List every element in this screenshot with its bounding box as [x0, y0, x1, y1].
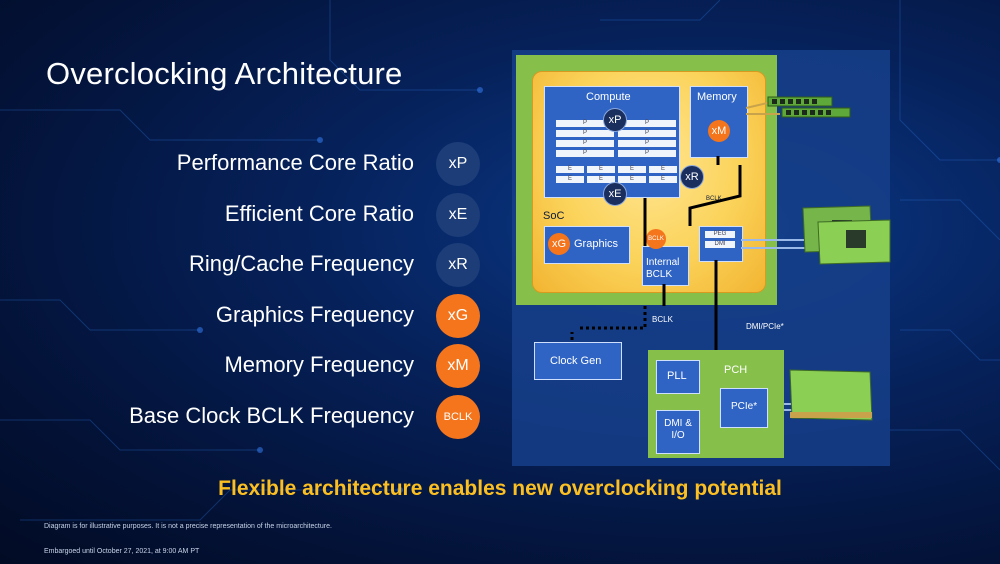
footnote: Diagram is for illustrative purposes. It…	[44, 523, 332, 530]
tagline: Flexible architecture enables new overcl…	[218, 477, 782, 500]
legend-row-performance: Performance Core Ratio xP	[60, 142, 480, 186]
legend-label: Ring/Cache Frequency	[188, 251, 414, 276]
p-core: P	[556, 150, 614, 157]
badge-xe: xE	[603, 182, 627, 206]
clock-gen-label: Clock Gen	[550, 355, 602, 367]
clock-gen-block	[534, 342, 622, 380]
legend-row-memory: Memory Frequency xM	[60, 344, 480, 388]
legend-label: Base Clock BCLK Frequency	[129, 403, 414, 428]
p-core: P	[618, 120, 676, 127]
p-core: P	[556, 140, 614, 147]
peg-label: PEG	[705, 231, 735, 238]
badge-xm: xM	[708, 120, 730, 142]
e-core: E	[556, 166, 584, 173]
pch-label: PCH	[724, 364, 748, 376]
e-core: E	[649, 176, 677, 183]
legend-row-efficient: Efficient Core Ratio xE	[60, 193, 480, 237]
e-core: E	[618, 166, 646, 173]
legend-label: Memory Frequency	[224, 352, 414, 377]
legend-badge-xr: xR	[436, 243, 480, 287]
memory-dimm-icon	[767, 96, 851, 118]
e-core: E	[649, 166, 677, 173]
pcie-block	[720, 388, 768, 428]
e-core: E	[587, 166, 615, 173]
page-title: Overclocking Architecture	[46, 56, 403, 91]
p-core: P	[556, 120, 614, 127]
legend-label: Graphics Frequency	[215, 302, 414, 327]
legend-row-bclk: Base Clock BCLK Frequency BCLK	[60, 395, 480, 439]
badge-xp: xP	[603, 108, 627, 132]
bclk-line-label: BCLK	[652, 315, 673, 324]
badge-xr: xR	[680, 165, 704, 189]
pll-block	[656, 360, 700, 394]
legend-row-graphics: Graphics Frequency xG	[60, 294, 480, 338]
p-core: P	[618, 130, 676, 137]
e-core: E	[587, 176, 615, 183]
ring-bclk-label: BCLK	[706, 196, 722, 202]
legend-label: Efficient Core Ratio	[224, 201, 414, 226]
badge-bclk: BCLK	[646, 229, 666, 249]
legend-badge-bclk: BCLK	[436, 395, 480, 439]
legend-row-ring: Ring/Cache Frequency xR	[60, 243, 480, 287]
graphics-label: Graphics	[574, 238, 619, 250]
memory-label: Memory	[697, 91, 737, 103]
internal-bclk-label: Internal BCLK	[646, 257, 680, 280]
embargo-note: Embargoed until October 27, 2021, at 9:0…	[44, 548, 200, 555]
e-core: E	[556, 176, 584, 183]
dmi-label: DMI	[705, 241, 735, 248]
legend-badge-xg: xG	[436, 294, 480, 338]
pll-label: PLL	[667, 370, 687, 382]
legend-label: Performance Core Ratio	[176, 150, 414, 175]
dmi-io-block	[656, 410, 700, 454]
p-core: P	[618, 150, 676, 157]
pcie-card-icon	[802, 205, 891, 265]
p-core: P	[556, 130, 614, 137]
pcie-expansion-card-icon	[789, 369, 873, 421]
badge-xg: xG	[548, 233, 570, 255]
p-core: P	[618, 140, 676, 147]
p-core-grid: P P P P P P P P	[556, 120, 679, 160]
dmi-io-label: DMI & I/O	[664, 418, 692, 441]
compute-label: Compute	[586, 91, 631, 103]
e-core: E	[618, 176, 646, 183]
legend-badge-xp: xP	[436, 142, 480, 186]
pcie-label: PCIe*	[731, 401, 758, 412]
soc-label: SoC	[543, 210, 565, 222]
dmi-pcie-line-label: DMI/PCIe*	[746, 322, 784, 331]
legend-badge-xe: xE	[436, 193, 480, 237]
legend-badge-xm: xM	[436, 344, 480, 388]
